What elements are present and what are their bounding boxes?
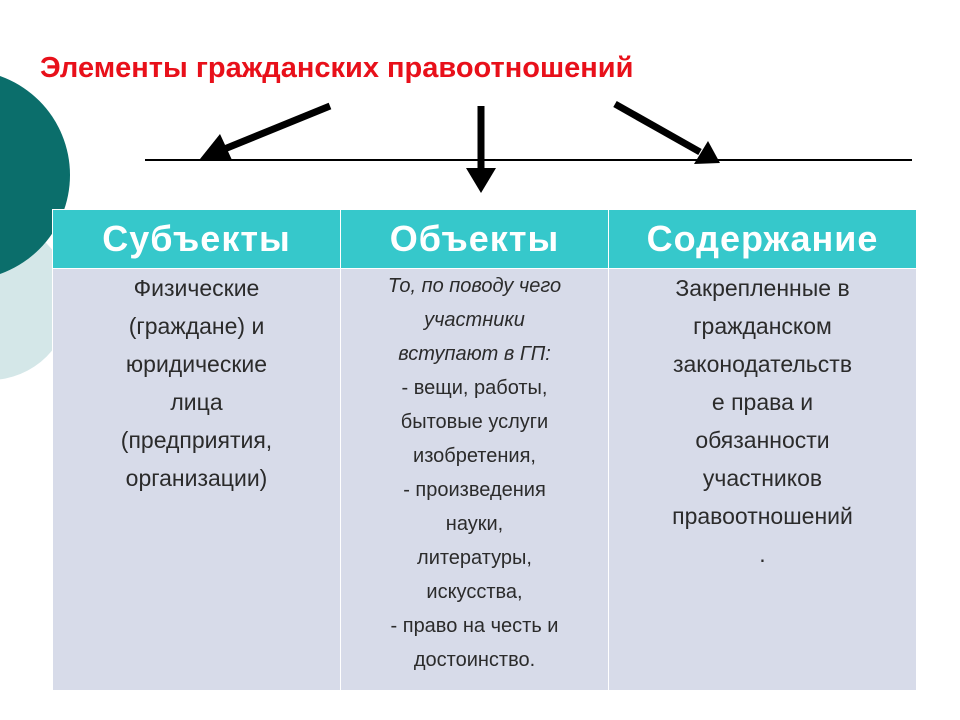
header-row: Субъекты Объекты Содержание: [52, 209, 917, 269]
elements-table: Субъекты Объекты Содержание Физические (…: [52, 209, 917, 691]
arrow-left: [200, 102, 332, 160]
objects-items-text: - вещи, работы, бытовые услуги изобретен…: [390, 377, 559, 671]
page-title: Элементы гражданских правоотношений: [40, 52, 634, 84]
table-row: Физические (граждане) и юридические лица…: [52, 268, 917, 691]
cell-subjects: Физические (граждане) и юридические лица…: [52, 268, 341, 691]
header-objects: Объекты: [340, 209, 609, 269]
header-content: Содержание: [608, 209, 917, 269]
header-subjects: Субъекты: [52, 209, 341, 269]
cell-content: Закрепленные в гражданском законодательс…: [608, 268, 917, 691]
objects-intro-text: То, по поводу чего участники вступают в …: [387, 275, 562, 365]
arrow-down: [466, 106, 496, 193]
subjects-text: Физические (граждане) и юридические лица…: [120, 275, 273, 491]
content-text: Закрепленные в гражданском законодательс…: [672, 275, 853, 567]
cell-objects: То, по поводу чего участники вступают в …: [340, 268, 609, 691]
arrow-right: [613, 100, 720, 164]
